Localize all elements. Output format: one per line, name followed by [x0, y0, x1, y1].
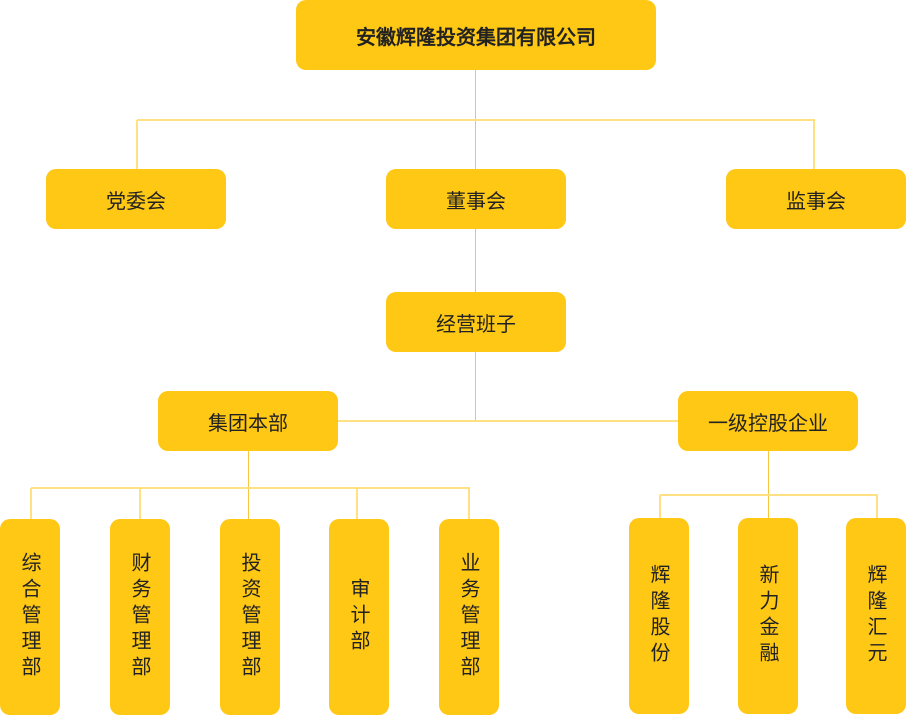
connector	[813, 120, 815, 169]
node-department: 综合管理部	[0, 519, 60, 715]
connector	[660, 494, 878, 496]
connector	[659, 495, 661, 518]
node-subsidiaries: 一级控股企业	[678, 391, 858, 451]
root-node: 安徽辉隆投资集团有限公司	[296, 0, 656, 70]
department-label: 审计部	[347, 578, 371, 656]
subsidiary-label: 辉隆汇元	[864, 564, 888, 668]
connector	[30, 488, 32, 519]
subsidiary-label: 新力金融	[756, 564, 780, 668]
connector	[475, 352, 476, 421]
connector	[136, 120, 138, 169]
connector	[876, 495, 878, 518]
node-department: 业务管理部	[439, 519, 499, 715]
node-department: 审计部	[329, 519, 389, 715]
department-label: 投资管理部	[238, 552, 262, 682]
node-party-committee: 党委会	[46, 169, 226, 229]
node-subsidiary: 辉隆股份	[629, 518, 689, 714]
node-subsidiary: 新力金融	[738, 518, 798, 714]
connector	[468, 488, 470, 519]
node-group-hq: 集团本部	[158, 391, 338, 451]
connector	[338, 420, 678, 422]
node-management: 经营班子	[386, 292, 566, 352]
node-department: 财务管理部	[110, 519, 170, 715]
node-subsidiary: 辉隆汇元	[846, 518, 906, 714]
subsidiary-label: 辉隆股份	[647, 564, 671, 668]
connector	[356, 488, 358, 519]
connector	[137, 119, 815, 121]
node-department: 投资管理部	[220, 519, 280, 715]
department-label: 综合管理部	[18, 552, 42, 682]
connector	[475, 229, 476, 292]
department-label: 财务管理部	[128, 552, 152, 682]
connector	[139, 488, 141, 519]
connector	[248, 451, 249, 519]
department-label: 业务管理部	[457, 552, 481, 682]
connector	[768, 451, 769, 518]
node-supervisory-board: 监事会	[726, 169, 906, 229]
connector	[31, 487, 470, 489]
node-board-of-directors: 董事会	[386, 169, 566, 229]
